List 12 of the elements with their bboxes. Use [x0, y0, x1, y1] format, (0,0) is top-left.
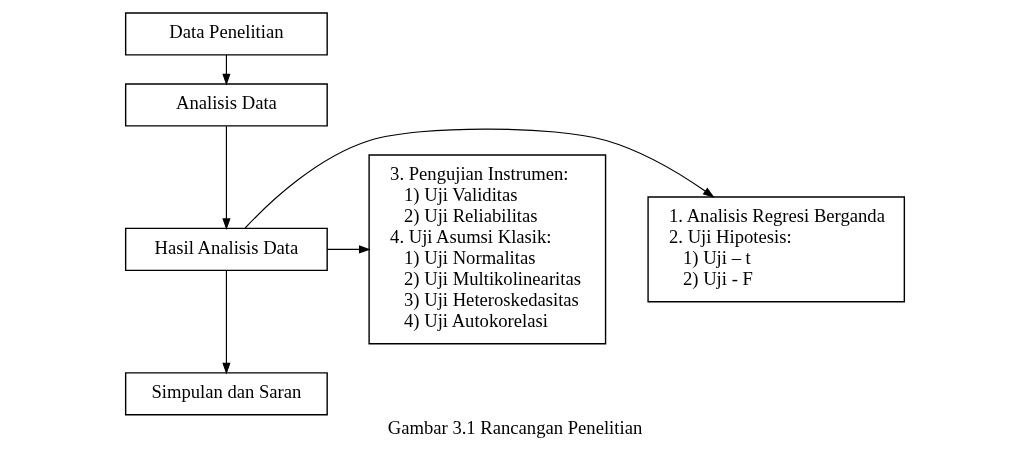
node-box: Simpulan dan Saran [124, 372, 328, 416]
node-box: Analisis Data [124, 83, 328, 127]
node-box: Hasil Analisis Data [124, 227, 328, 272]
arrow [244, 128, 715, 229]
arrow [326, 245, 371, 254]
node-box: Data Penelitian [124, 12, 328, 56]
arrow [222, 270, 231, 375]
caption: Gambar 3.1 Rancangan Penelitian [387, 417, 643, 439]
arrow [222, 54, 231, 86]
arrow [222, 125, 231, 231]
node-box: 1. Analisis Regresi Berganda 2. Uji Hipotesis: 1) Uji – t 2) Uji - F [647, 196, 906, 303]
node-box: 3. Pengujian Instrumen: 1) Uji Validitas 2) Uji Reliabilitas 4. Uji Asumsi Klasik: 1) Uji Normalitas 2) Uji Multikolinearitas 3) Uji Heteroskedasitas 4) Uji Autokorelasi [368, 154, 607, 345]
